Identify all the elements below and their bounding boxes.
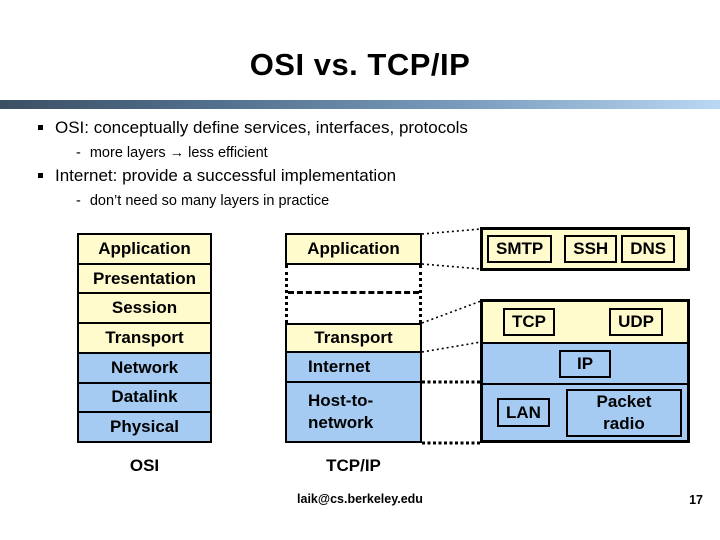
bullet-square-icon bbox=[38, 173, 43, 178]
sub-bullet-osi: - more layers → less efficient bbox=[76, 144, 268, 162]
protocol-packet-radio-label: Packet radio bbox=[596, 391, 652, 433]
tcpip-layer-internet: Internet bbox=[285, 351, 422, 383]
connector-app-bottom bbox=[421, 263, 482, 270]
protocol-udp: UDP bbox=[609, 308, 663, 336]
host-protocols-row: LAN Packet radio bbox=[483, 383, 687, 440]
protocol-packet-radio: Packet radio bbox=[565, 388, 682, 437]
transport-protocols-row: TCP UDP bbox=[483, 302, 687, 342]
osi-layer-application: Application bbox=[79, 235, 210, 265]
bullet-square-icon bbox=[38, 125, 43, 130]
tcpip-layer-stack: Application Transport Internet Host-to-n… bbox=[285, 233, 422, 443]
osi-layer-transport: Transport bbox=[79, 324, 210, 354]
internet-protocols-row: IP bbox=[483, 342, 687, 383]
connector-app-top bbox=[421, 228, 482, 235]
bullet-item-osi: OSI: conceptually define services, inter… bbox=[38, 117, 468, 138]
sub-bullet-text: more layers → less efficient bbox=[89, 145, 268, 161]
sub-bullet-dash: - bbox=[76, 193, 81, 209]
page-number: 17 bbox=[689, 493, 703, 507]
tcpip-missing-layers-box bbox=[285, 265, 422, 323]
bullet-text: OSI: conceptually define services, inter… bbox=[55, 118, 468, 137]
osi-layer-datalink: Datalink bbox=[79, 383, 210, 414]
tcpip-column-label: TCP/IP bbox=[326, 456, 381, 475]
osi-column-label: OSI bbox=[129, 456, 160, 475]
footer-email: laik@cs.berkeley.edu bbox=[297, 492, 423, 506]
connector-transport-top bbox=[421, 300, 482, 324]
tcpip-layer-transport: Transport bbox=[285, 323, 422, 353]
sub-bullet-internet: - don’t need so many layers in practice bbox=[76, 192, 329, 210]
bullet-item-internet: Internet: provide a successful implement… bbox=[38, 165, 396, 186]
bullet-text: Internet: provide a successful implement… bbox=[55, 166, 397, 185]
protocol-ssh: SSH bbox=[564, 235, 618, 263]
tcpip-layer-host-to-network: Host-to-network bbox=[285, 381, 422, 443]
page-title: OSI vs. TCP/IP bbox=[249, 47, 471, 82]
protocol-tcp: TCP bbox=[503, 308, 555, 336]
osi-layer-session: Session bbox=[79, 294, 210, 325]
osi-layer-stack: Application Presentation Session Transpo… bbox=[77, 233, 212, 443]
osi-layer-network: Network bbox=[79, 353, 210, 384]
application-protocols-box: SMTP SSH DNS bbox=[480, 227, 690, 271]
osi-layer-physical: Physical bbox=[79, 413, 210, 442]
tcpip-layer-application: Application bbox=[285, 233, 422, 265]
sub-bullet-text: don’t need so many layers in practice bbox=[89, 193, 330, 209]
protocol-smtp: SMTP bbox=[487, 235, 553, 263]
osi-layer-presentation: Presentation bbox=[79, 264, 210, 295]
protocol-lan: LAN bbox=[497, 398, 550, 427]
title-divider-bar bbox=[0, 100, 720, 109]
lower-protocols-box: TCP UDP IP LAN Packet radio bbox=[480, 299, 690, 443]
tcpip-layer-host-label: Host-to-network bbox=[308, 391, 374, 432]
protocol-dns: DNS bbox=[621, 235, 676, 263]
tcpip-missing-layers-divider bbox=[288, 291, 419, 294]
protocol-ip: IP bbox=[558, 349, 612, 378]
sub-bullet-dash: - bbox=[76, 145, 81, 161]
connector-transport-bottom bbox=[421, 341, 482, 353]
